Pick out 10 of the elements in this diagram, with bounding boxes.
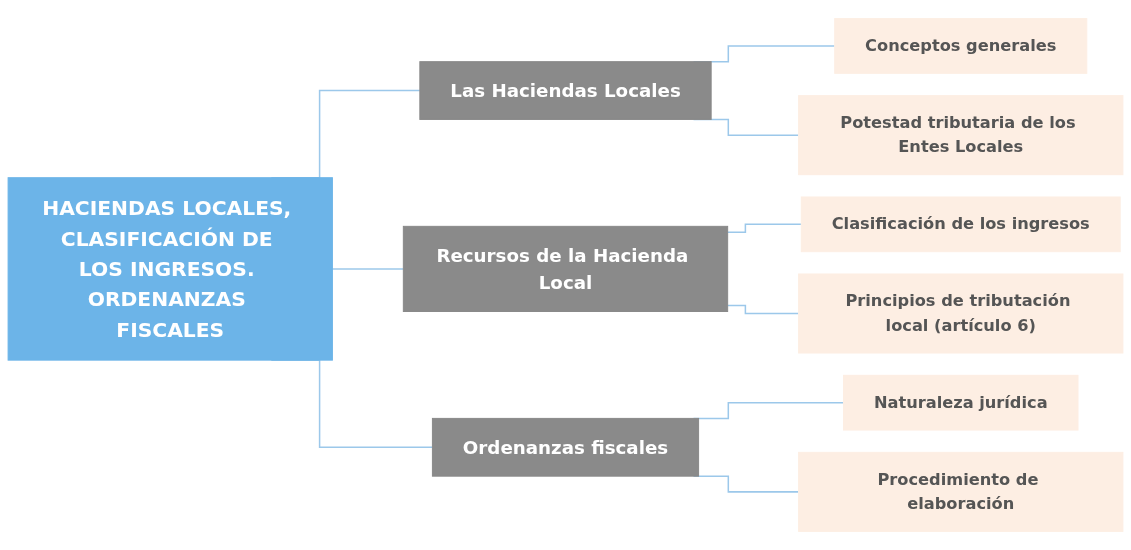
node-box: Naturaleza jurídica bbox=[842, 374, 1079, 431]
node-box: Potestad tributaria de los Entes Locales bbox=[798, 95, 1124, 176]
node-box: Principios de tributación local (artículo 6) bbox=[798, 273, 1124, 354]
node-box: Ordenanzas fiscales bbox=[431, 417, 700, 477]
node-box: Clasificación de los ingresos bbox=[800, 196, 1121, 253]
node-box: HACIENDAS LOCALES, CLASIFICACIÓN DE LOS INGRESOS. ORDENANZAS FISCALES bbox=[7, 177, 333, 361]
node-box: Procedimiento de elaboración bbox=[798, 451, 1124, 532]
node-box: Conceptos generales bbox=[834, 18, 1088, 74]
node-box: Las Haciendas Locales bbox=[419, 61, 712, 120]
node-box: Recursos de la Hacienda Local bbox=[402, 225, 729, 312]
